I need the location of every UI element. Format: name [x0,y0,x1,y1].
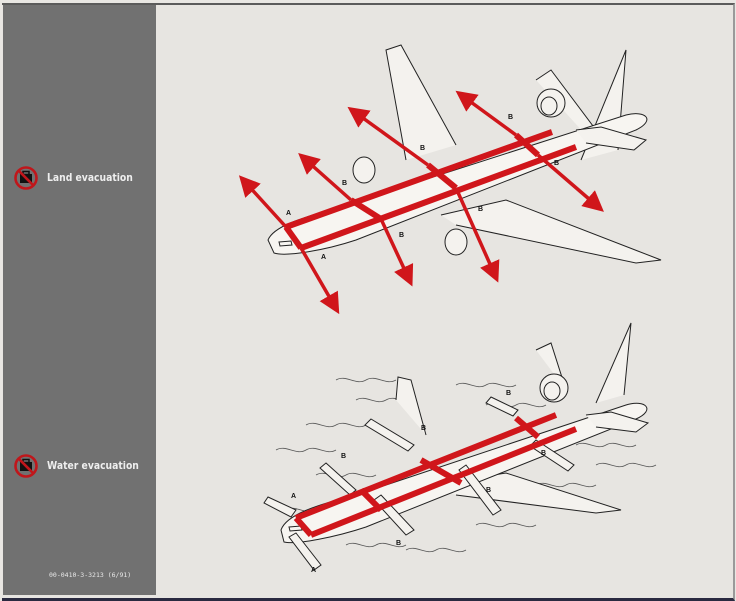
no-baggage-icon [14,454,38,478]
no-baggage-icon [14,166,38,190]
water-escape-routes [293,412,578,538]
water-exit-labels: A A B B B B B B [291,390,546,574]
svg-text:B: B [541,450,546,457]
svg-text:A: A [311,567,316,574]
section-water-evacuation: Water evacuation [13,453,151,479]
svg-text:B: B [508,114,513,121]
section-land-evacuation: Land evacuation [13,165,145,191]
land-slides [238,90,604,315]
svg-text:B: B [342,180,347,187]
svg-text:B: B [399,232,404,239]
document-number: 00-0410-3-3213 (6/91) [49,571,132,579]
section-label: Water evacuation [47,460,139,472]
svg-text:B: B [554,160,559,167]
svg-text:B: B [506,390,511,397]
svg-text:A: A [286,210,291,217]
svg-text:A: A [321,254,326,261]
land-evacuation-diagram [267,44,662,264]
svg-text:B: B [486,487,491,494]
sidebar: Land evacuation Water evacuation 00-0410… [3,5,156,595]
land-escape-routes [283,129,578,251]
svg-text:B: B [341,453,346,460]
svg-text:B: B [421,425,426,432]
evacuation-diagrams: A A B B B B B B [238,44,662,574]
section-label: Land evacuation [47,172,133,184]
diagram-canvas: A A B B B B B B [156,5,733,595]
land-exit-labels: A A B B B B B B [286,114,559,261]
svg-text:B: B [396,540,401,547]
svg-text:B: B [420,145,425,152]
svg-text:B: B [478,206,483,213]
water-surface [275,377,657,553]
svg-text:A: A [291,493,296,500]
